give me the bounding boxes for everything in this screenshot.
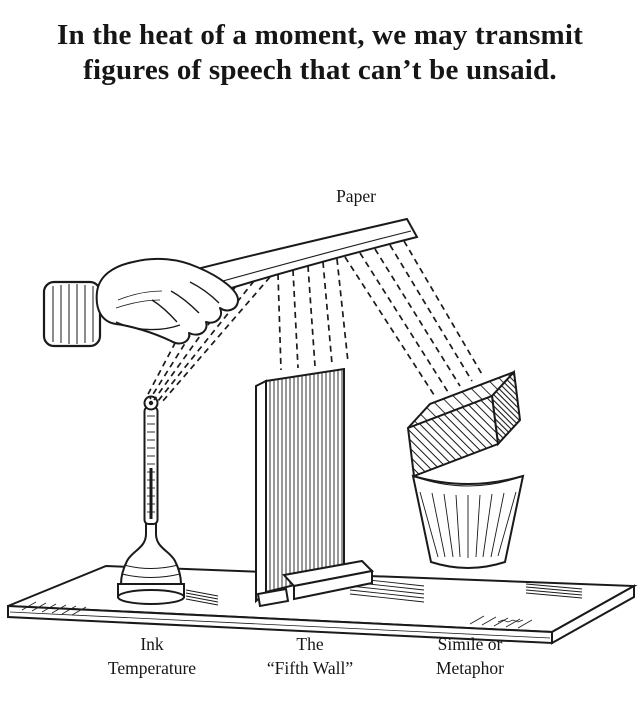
hand-illustration bbox=[42, 257, 239, 348]
engraver-mark bbox=[497, 619, 524, 623]
page-title-line-1: In the heat of a moment, we may transmit bbox=[57, 19, 583, 51]
ink-temperature-label-line-2: Temperature bbox=[108, 658, 196, 678]
stand-hatching bbox=[419, 491, 517, 558]
page-title-line-2: figures of speech that can’t be unsaid. bbox=[83, 54, 557, 86]
wall-base-foot bbox=[256, 587, 290, 608]
table-hatching bbox=[21, 601, 533, 629]
table-right-edge bbox=[551, 584, 635, 645]
finger-lines bbox=[115, 281, 220, 331]
fifth-wall-label-line-2: “Fifth Wall” bbox=[267, 658, 353, 678]
wall-base-beam-front bbox=[293, 569, 373, 601]
paper-sheet bbox=[164, 217, 419, 305]
thermometer-base-flask bbox=[119, 522, 183, 585]
simile-block-illustration bbox=[406, 369, 525, 569]
simile-metaphor-label-line-1: Simile or bbox=[438, 634, 503, 654]
wall-left-edge bbox=[255, 379, 267, 604]
ink-temperature-label-line-1: Ink bbox=[140, 634, 164, 654]
cuff-stripes bbox=[52, 284, 94, 344]
thermometer-illustration bbox=[117, 395, 185, 605]
simile-metaphor-label-line-2: Metaphor bbox=[436, 658, 504, 678]
paper-label: Paper bbox=[336, 186, 376, 206]
hand-shading bbox=[115, 290, 163, 309]
hand-outline bbox=[95, 257, 239, 345]
fifth-wall-label-line-1: The bbox=[296, 634, 323, 654]
fifth-wall-illustration bbox=[255, 367, 375, 608]
shirt-cuff bbox=[42, 280, 102, 348]
